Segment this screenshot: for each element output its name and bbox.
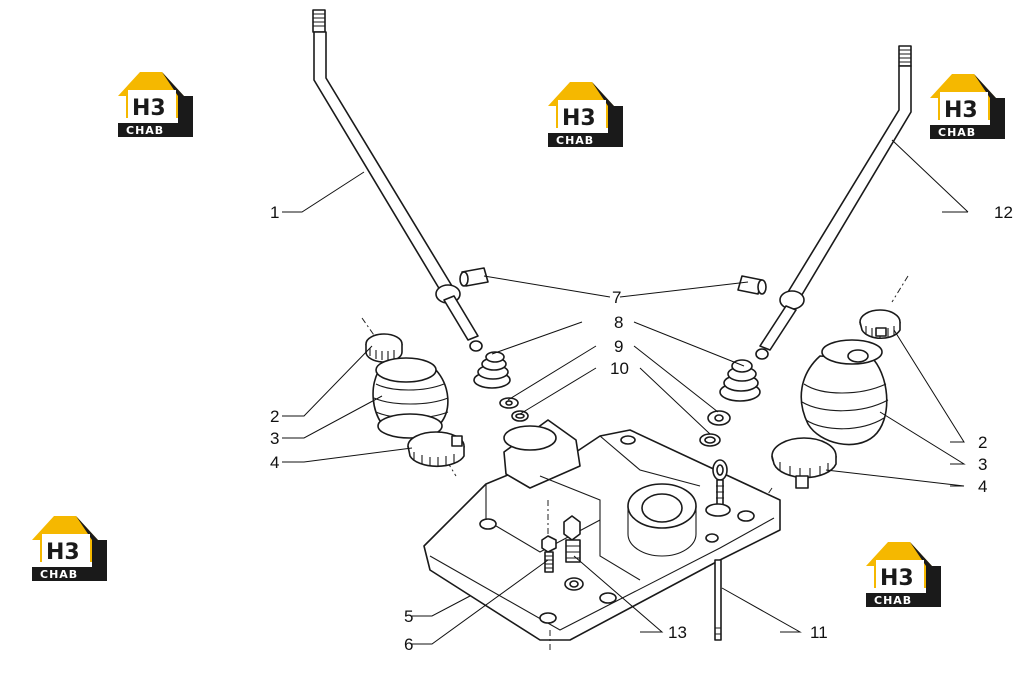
part-shift-housing (423, 419, 781, 652)
callout-4-right: 4 (978, 477, 987, 496)
logo-caption: CHAB (874, 594, 912, 607)
part-ring-left (511, 410, 529, 422)
logo-mark: H3 (132, 96, 166, 121)
callout-1: 1 (270, 203, 279, 222)
logo-caption: CHAB (40, 568, 78, 581)
part-washer-left (499, 397, 519, 409)
part-spring-right (719, 359, 761, 402)
callout-labels: 1 2 3 4 5 6 7 8 9 10 11 12 13 2 3 4 (270, 203, 1013, 654)
logo-mark: H3 (944, 98, 978, 123)
logo-mark: H3 (46, 540, 80, 565)
logo-caption: CHAB (556, 134, 594, 147)
callout-10: 10 (610, 359, 629, 378)
part-pin-right (737, 275, 767, 295)
callout-2-left: 2 (270, 407, 279, 426)
part-breather-tube (705, 459, 731, 641)
part-plug (563, 515, 581, 563)
callout-13: 13 (668, 623, 687, 642)
callout-12: 12 (994, 203, 1013, 222)
callout-3-left: 3 (270, 429, 279, 448)
brand-logo-watermark: H3 CHAB (930, 74, 1005, 139)
part-bolt (541, 500, 557, 573)
part-left-shift-lever (312, 9, 483, 352)
callout-7: 7 (612, 288, 621, 307)
leader-lines (282, 139, 969, 645)
callout-9: 9 (614, 337, 623, 356)
logo-caption: CHAB (126, 124, 164, 137)
callout-5: 5 (404, 607, 413, 626)
brand-logo-watermark: H3 CHAB (118, 72, 193, 137)
logo-caption: CHAB (938, 126, 976, 139)
brand-logo-watermark: H3 CHAB (548, 82, 623, 147)
part-ring-right (699, 433, 721, 447)
callout-4-left: 4 (270, 453, 279, 472)
part-washer-right (707, 410, 731, 426)
callout-2-right: 2 (978, 433, 987, 452)
part-spring-left (473, 351, 511, 389)
callout-8: 8 (614, 313, 623, 332)
callout-6: 6 (404, 635, 413, 654)
logo-mark: H3 (880, 566, 914, 591)
part-right-boot-assembly (759, 275, 909, 507)
callout-11: 11 (810, 623, 828, 642)
part-left-boot-assembly (361, 317, 465, 477)
callout-3-right: 3 (978, 455, 987, 474)
part-pin-left (459, 267, 489, 287)
brand-logo-watermark: H3 CHAB (32, 516, 107, 581)
brand-logo-watermark: H3 CHAB (866, 542, 941, 607)
part-right-shift-lever (755, 45, 912, 360)
logo-mark: H3 (562, 106, 596, 131)
